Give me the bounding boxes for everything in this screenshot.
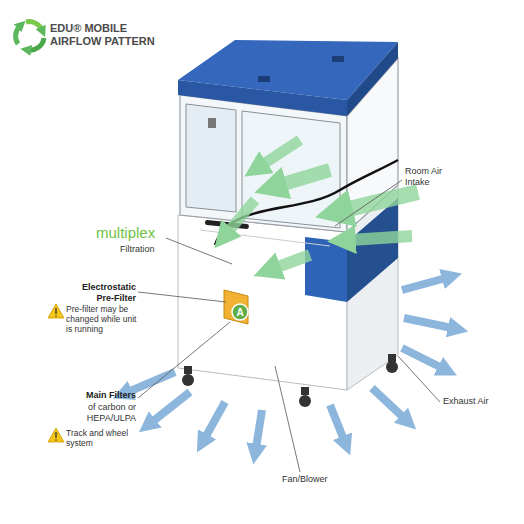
wheels	[182, 354, 398, 407]
wheel	[182, 374, 194, 386]
filter-door	[305, 237, 347, 302]
vent	[332, 56, 344, 62]
intake-arrow	[275, 255, 310, 268]
caster	[184, 366, 192, 374]
callout-label: Room Air Intake	[405, 166, 457, 188]
warning-dot	[55, 315, 57, 317]
base-front	[178, 215, 347, 390]
leader-line	[166, 238, 232, 264]
leader-line	[275, 366, 300, 472]
exhaust-arrow	[128, 372, 175, 392]
exhaust-arrow	[372, 388, 404, 418]
leader-line	[398, 356, 440, 402]
leader-line	[138, 292, 226, 302]
wheel	[299, 395, 311, 407]
callout-label: of carbon or HEPA/ULPA	[56, 402, 136, 424]
warning-mark	[55, 432, 56, 438]
intake-arrows	[228, 140, 418, 268]
exhaust-arrow	[402, 278, 446, 290]
panel-seam	[200, 230, 330, 246]
warning-symbol	[48, 428, 64, 442]
intake-arrow	[262, 140, 300, 165]
vent	[258, 76, 270, 82]
warning-symbol	[48, 304, 64, 318]
callout-label: Main Filters	[56, 390, 136, 401]
logo-arrow	[16, 26, 20, 44]
leader-lines	[138, 180, 440, 472]
callout-label: Filtration	[120, 244, 170, 255]
warning-triangle	[48, 304, 64, 318]
callout-label: Exhaust Air	[443, 396, 518, 407]
exhaust-arrow	[402, 348, 442, 368]
logo-arrow	[28, 38, 44, 50]
wheel	[386, 361, 398, 373]
exhaust-arrow	[404, 318, 452, 328]
callout-number: A	[231, 303, 249, 321]
warning-triangle	[48, 428, 64, 442]
diagram-title: EDU® MOBILE AIRFLOW PATTERN	[50, 22, 168, 48]
callout-circle: A	[231, 303, 249, 321]
exhaust-arrow	[256, 410, 262, 448]
lid-side	[347, 42, 398, 116]
intake-arrow	[280, 170, 330, 185]
leader-line	[335, 180, 402, 226]
callout-circle-shape	[232, 304, 248, 320]
side-glass	[186, 104, 236, 212]
intake-arrow	[350, 236, 412, 240]
warning-dot	[55, 439, 57, 441]
note-label: Pre-filter may be changed while unit is …	[66, 304, 144, 335]
caster	[301, 387, 309, 395]
latch	[208, 118, 216, 128]
callout-label: Electrostatic Pre-Filter	[62, 282, 136, 304]
logo-arrow	[26, 22, 42, 30]
exhaust-arrow	[330, 405, 344, 440]
exhaust-arrow	[152, 392, 190, 422]
lid-front	[178, 80, 347, 116]
pre-filter	[224, 290, 248, 324]
leader-line	[138, 322, 230, 398]
intake-arrow	[228, 200, 255, 232]
callout-label: Fan/Blower	[282, 474, 352, 485]
front-sash	[242, 111, 340, 228]
exhaust-arrow	[205, 402, 225, 438]
recycle-logo	[16, 22, 44, 51]
caster	[388, 354, 396, 362]
intake-arrow	[345, 192, 418, 210]
warning-mark	[55, 308, 56, 314]
note-label: Track and wheel system	[66, 428, 132, 448]
brand-label: multiplex	[96, 224, 168, 242]
